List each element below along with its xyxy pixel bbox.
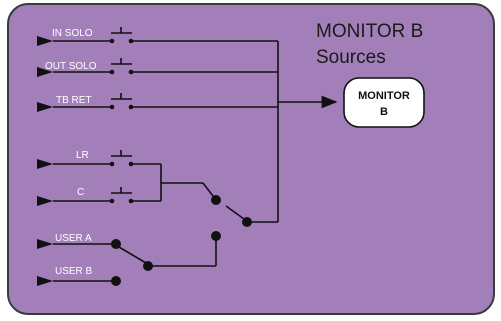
input-label-c: C (77, 187, 84, 198)
input-tb-ret: TB RET (37, 93, 278, 112)
output-bus (277, 41, 338, 222)
input-user-b: USER B (37, 266, 116, 286)
panel-title-line2: Sources (316, 47, 386, 68)
input-lr: LR (37, 150, 161, 169)
input-label-user-a: USER A (55, 233, 92, 244)
output-node-line2: B (380, 106, 388, 118)
switch-out-solo (109, 58, 134, 75)
input-label-tb-ret: TB RET (56, 95, 92, 106)
input-arrow-icon (37, 159, 53, 169)
input-arrow-icon (37, 239, 53, 249)
input-label-user-b: USER B (55, 266, 93, 277)
switch-c (109, 187, 134, 204)
input-out-solo: OUT SOLO (37, 58, 278, 77)
input-label-lr: LR (76, 150, 89, 161)
input-arrow-icon (37, 36, 53, 46)
input-arrow-icon (37, 67, 53, 77)
input-arrow-icon (37, 102, 53, 112)
switch-in-solo (109, 27, 134, 44)
input-user-a: USER A (37, 233, 116, 249)
input-arrow-icon (37, 276, 53, 286)
input-c: C (37, 187, 161, 206)
user-selector-switch (111, 236, 217, 286)
panel-title-line1: MONITOR B (316, 21, 423, 42)
main-selector-switch (211, 195, 278, 241)
input-arrow-icon (37, 196, 53, 206)
input-label-out-solo: OUT SOLO (45, 61, 97, 72)
output-node-line1: MONITOR (358, 90, 410, 102)
input-in-solo: IN SOLO (37, 27, 278, 46)
monitor-b-output-node: MONITOR B (343, 77, 425, 128)
input-label-in-solo: IN SOLO (52, 28, 93, 39)
